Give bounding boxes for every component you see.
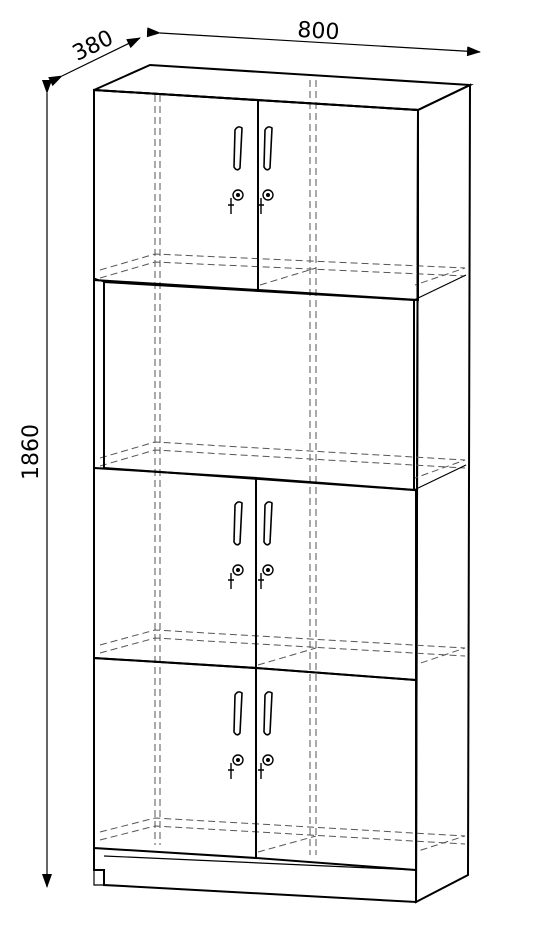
width-dimension-label: 800 bbox=[297, 18, 340, 45]
hidden-lines bbox=[99, 80, 466, 855]
door-row-middle bbox=[93, 466, 417, 682]
door-bottom-left bbox=[93, 656, 257, 860]
key-icon bbox=[258, 198, 264, 214]
depth-dimension: 380 bbox=[48, 26, 141, 87]
handle-lock-5 bbox=[228, 691, 244, 779]
keyhole-icon bbox=[236, 758, 240, 762]
keyhole-icon bbox=[266, 193, 270, 197]
keyhole-icon bbox=[236, 193, 240, 197]
key-icon bbox=[228, 198, 234, 214]
door-row-bottom bbox=[93, 656, 417, 872]
handle-icon bbox=[233, 691, 243, 736]
door-middle-right bbox=[255, 476, 417, 682]
width-dimension: 800 bbox=[146, 18, 481, 57]
handle-icon bbox=[263, 501, 273, 546]
height-dimension-label: 1860 bbox=[19, 424, 44, 480]
keyhole-icon bbox=[236, 568, 240, 572]
handle-icon bbox=[233, 126, 243, 171]
handle-lock-2 bbox=[258, 126, 274, 214]
key-icon bbox=[228, 763, 234, 779]
keyhole-icon bbox=[266, 568, 270, 572]
key-icon bbox=[258, 763, 264, 779]
handle-icon bbox=[263, 691, 273, 736]
door-bottom-right bbox=[255, 666, 417, 872]
key-icon bbox=[228, 573, 234, 589]
handle-lock-4 bbox=[258, 501, 274, 589]
handle-lock-6 bbox=[258, 691, 274, 779]
key-icon bbox=[258, 573, 264, 589]
keyhole-icon bbox=[266, 758, 270, 762]
handle-icon bbox=[233, 501, 243, 546]
door-top-left bbox=[93, 88, 259, 292]
handle-lock-1 bbox=[228, 126, 244, 214]
door-middle-left bbox=[93, 466, 257, 670]
door-top-right bbox=[257, 98, 419, 302]
door-hardware bbox=[228, 126, 274, 779]
height-dimension: 1860 bbox=[19, 80, 52, 888]
handle-lock-3 bbox=[228, 501, 244, 589]
handle-icon bbox=[263, 126, 273, 171]
door-row-top bbox=[93, 88, 419, 302]
